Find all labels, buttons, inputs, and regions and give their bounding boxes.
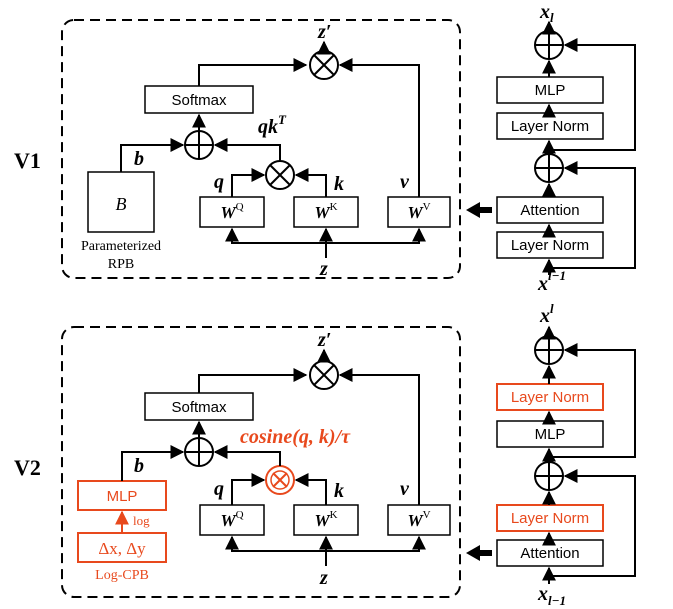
v2-block-mlp-label: MLP <box>535 426 566 443</box>
v1-multiply-qk <box>265 160 295 190</box>
v1-wv-label: WV <box>407 201 430 222</box>
v1-qkT-label: qkT <box>258 112 287 138</box>
v2-mlp-label: MLP <box>107 488 138 505</box>
v2-section: V2 z′ Softmax cosine(q, k)/τ MLP <box>14 326 492 598</box>
v2-cpb-label: Log-CPB <box>95 568 149 583</box>
v2-k-label: k <box>334 480 344 502</box>
v2-mlp-box <box>77 480 167 511</box>
v2-block-attention-label: Attention <box>520 545 579 562</box>
v1-wq-label: WQ <box>220 201 243 222</box>
v1-block-ln-top-label: Layer Norm <box>511 118 589 135</box>
v1-q-label: q <box>214 171 224 193</box>
v1-label: V1 <box>14 148 41 173</box>
v1-rpb-line1: Parameterized <box>81 239 161 254</box>
v2-link-arrow <box>466 545 492 561</box>
v2-add-node <box>184 437 214 467</box>
v2-log-label: log <box>133 513 150 528</box>
v1-B-box <box>87 171 155 233</box>
v1-block-add-top <box>534 30 564 60</box>
v2-wq-label: WQ <box>220 509 243 530</box>
v1-v-label: v <box>400 171 410 193</box>
v1-link-arrow <box>466 202 492 218</box>
v1-block-add-mid <box>534 153 564 183</box>
v2-wv-box <box>387 504 451 536</box>
v2-softmax-label: Softmax <box>171 399 227 416</box>
v1-softmax-label: Softmax <box>171 92 227 109</box>
v1-block-ln-bottom-label: Layer Norm <box>511 237 589 254</box>
v1-block-output: xl <box>539 1 554 25</box>
v2-block-mlp <box>496 420 604 448</box>
v2-q-label: q <box>214 478 224 500</box>
v1-block-input: xl−1 <box>537 268 566 295</box>
v2-attention-dashed-box <box>61 326 461 598</box>
v2-multiply-cosine <box>265 465 295 495</box>
v1-block-attention-label: Attention <box>520 202 579 219</box>
v2-block-add-top <box>534 335 564 365</box>
v2-wk-label: WK <box>314 509 337 530</box>
v1-multiply-output <box>309 50 339 80</box>
v1-block-mlp-label: MLP <box>535 82 566 99</box>
v1-section: V1 z′ Softmax qkT B Pa <box>14 19 492 280</box>
v1-k-label: k <box>334 173 344 195</box>
v1-z-prime: z′ <box>317 21 331 43</box>
v2-cosine-label: cosine(q, k)/τ <box>240 426 351 448</box>
v1-wv-box <box>387 196 451 228</box>
v2-wv-label: WV <box>407 509 430 530</box>
v2-delta-label: Δx, Δy <box>98 539 146 558</box>
v1-transformer-block: xl MLP Layer Norm Attention Layer Norm x… <box>496 1 636 295</box>
v2-block-output: xl <box>539 301 554 327</box>
v1-add-node <box>184 130 214 160</box>
v1-B-label: B <box>116 194 127 214</box>
v2-block-ln-mid <box>496 504 604 532</box>
v1-wk-label: WK <box>314 201 337 222</box>
v2-block-input: xl−1 <box>537 583 566 608</box>
v2-label: V2 <box>14 455 41 480</box>
v2-block-add-mid <box>534 461 564 491</box>
v2-block-ln-mid-label: Layer Norm <box>511 510 589 527</box>
v2-softmax-box <box>144 392 254 421</box>
v2-transformer-block: xl Layer Norm MLP Layer Norm Attention x… <box>496 301 636 608</box>
v2-z-prime: z′ <box>317 329 331 351</box>
v1-attention-dashed-box <box>61 19 461 279</box>
v1-softmax-box <box>144 85 254 114</box>
v1-block-attention <box>496 196 604 224</box>
v2-z-label: z <box>319 567 328 589</box>
v2-block-ln-top-label: Layer Norm <box>511 389 589 406</box>
v2-v-label: v <box>400 478 410 500</box>
v2-delta-box <box>77 532 167 563</box>
v1-rpb-line2: RPB <box>108 257 134 272</box>
v2-multiply-output <box>309 360 339 390</box>
v1-b-label: b <box>134 148 144 170</box>
v2-b-label: b <box>134 455 144 477</box>
v2-block-ln-top <box>496 383 604 411</box>
v1-z-label: z <box>319 258 328 280</box>
